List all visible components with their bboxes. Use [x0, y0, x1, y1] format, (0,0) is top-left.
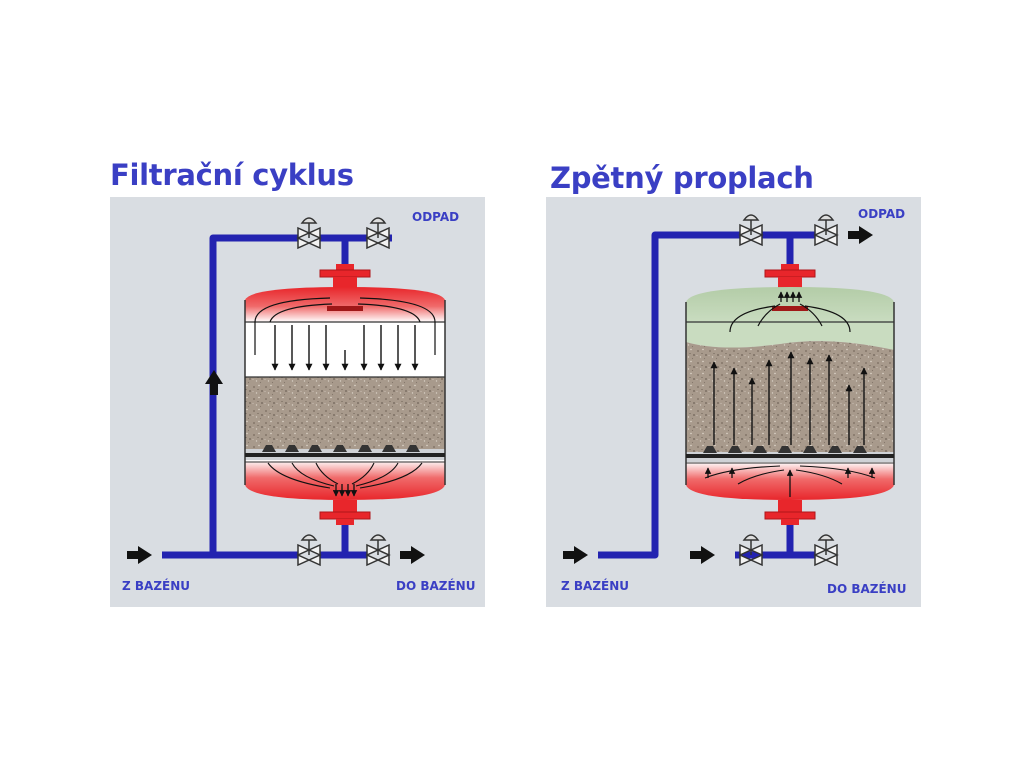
- valve-icon: [365, 534, 391, 567]
- waste-arrow-icon: [848, 226, 873, 244]
- pipes: [162, 234, 392, 559]
- valve-icon: [365, 217, 391, 250]
- to-pool-label: DO BAZÉNU: [396, 578, 475, 593]
- backwash-panel: ODPAD Z BAZÉNU DO BAZÉNU: [546, 197, 921, 607]
- from-pool-label: Z BAZÉNU: [561, 578, 629, 593]
- collector-lines: [267, 462, 423, 489]
- flow-arrows-up: [710, 351, 868, 445]
- filtration-panel: ODPAD Z BAZÉNU DO BAZÉNU: [110, 197, 485, 607]
- flow-arrows-down: [271, 325, 419, 371]
- outlet-arrows: [332, 484, 358, 497]
- valve-icon: [738, 214, 764, 247]
- valve-icon: [738, 534, 764, 567]
- backwash-title: Zpětný proplach: [550, 161, 814, 195]
- filter-tank: [685, 287, 895, 500]
- inlet-arrows: [704, 467, 876, 497]
- bottom-flange: [319, 500, 371, 525]
- inlet-arrow-icon: [690, 546, 715, 564]
- top-flange: [319, 264, 371, 289]
- flow-lines-down: [254, 297, 436, 355]
- outlet-arrow-icon: [400, 546, 425, 564]
- filtration-cycle-title: Filtrační cyklus: [110, 158, 354, 192]
- valve-icon: [296, 217, 322, 250]
- waste-label: ODPAD: [412, 210, 459, 224]
- upflow-arrow-icon: [205, 370, 223, 395]
- outlet-arrows: [777, 291, 803, 302]
- waste-label: ODPAD: [858, 207, 905, 221]
- nozzle-row: [703, 446, 867, 453]
- collector-lines: [729, 303, 851, 333]
- nozzle-row: [262, 445, 420, 452]
- to-pool-label: DO BAZÉNU: [827, 581, 906, 596]
- inlet-arrow-icon: [127, 546, 152, 564]
- from-pool-label: Z BAZÉNU: [122, 578, 190, 593]
- inlet-arrow-icon: [563, 546, 588, 564]
- distributor-lines: [704, 465, 876, 485]
- top-flange: [764, 264, 816, 289]
- valve-icon: [296, 534, 322, 567]
- pipes: [598, 231, 815, 559]
- bottom-flange: [764, 500, 816, 525]
- valve-icon: [813, 534, 839, 567]
- filter-tank: [244, 287, 446, 500]
- valve-icon: [813, 214, 839, 247]
